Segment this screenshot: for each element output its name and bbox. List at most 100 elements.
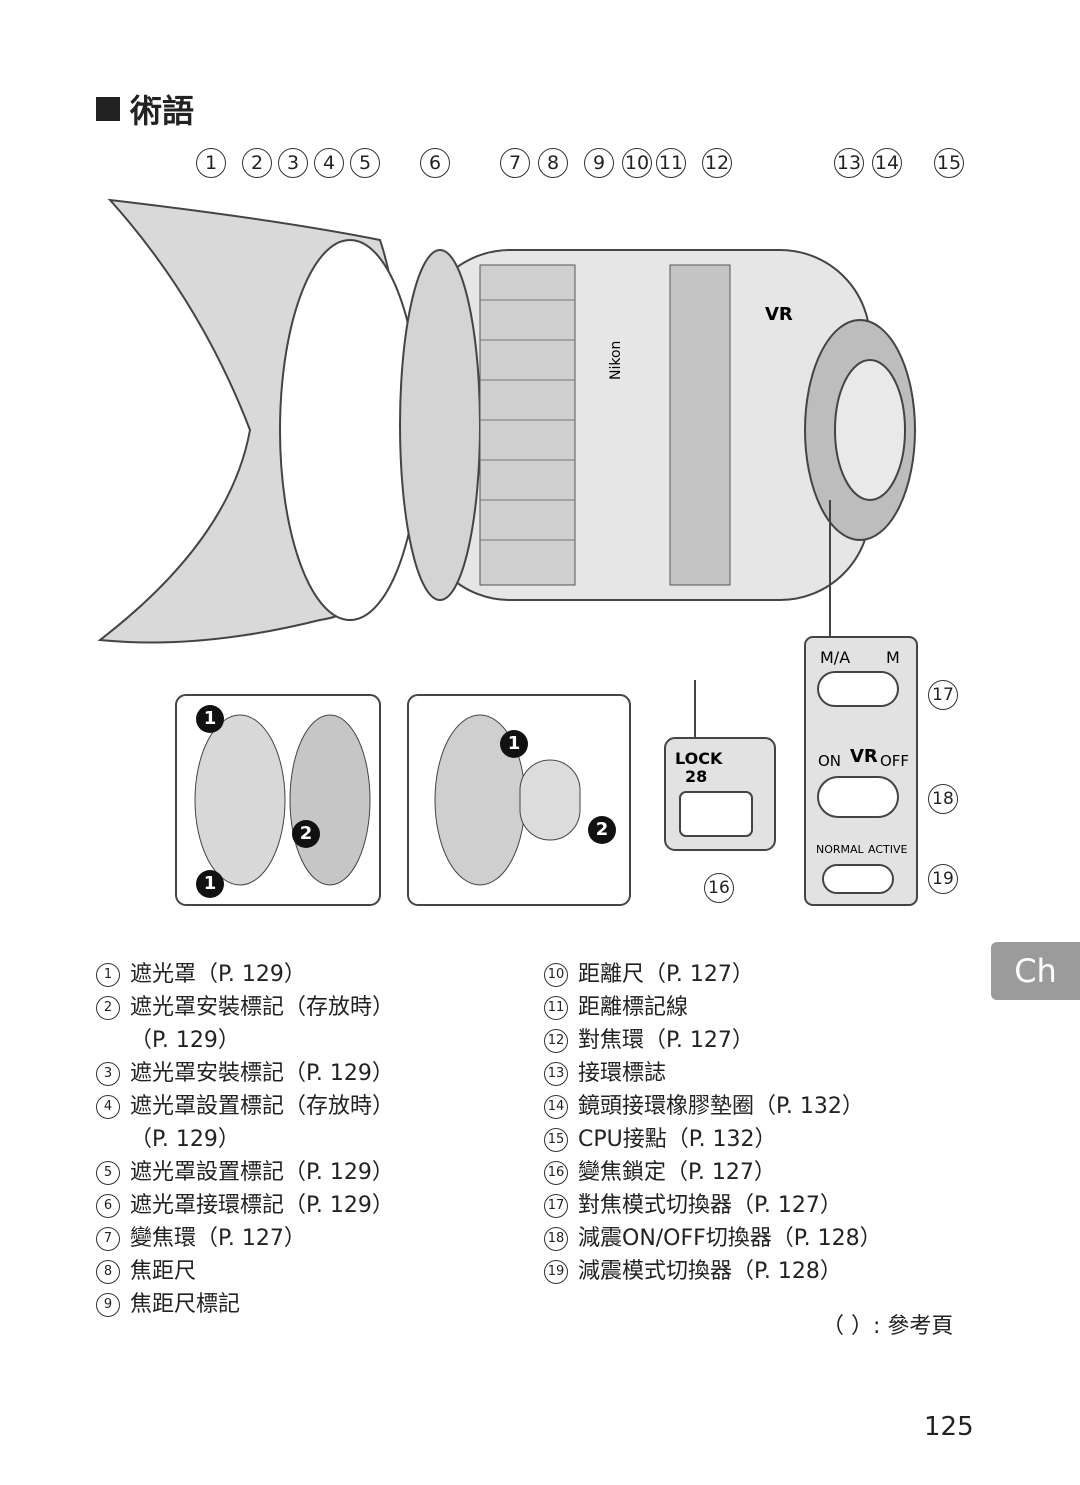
callout-15: 15: [934, 148, 964, 178]
legend-item: 14 鏡頭接環橡膠墊圈（P. 132）: [544, 1090, 882, 1123]
callout-13: 13: [834, 148, 864, 178]
legend-item-continuation: （P. 129）: [96, 1024, 394, 1057]
focus-mode-switch: [817, 671, 899, 707]
legend-text: 變焦鎖定（P. 127）: [578, 1160, 776, 1185]
off-label: OFF: [880, 752, 909, 770]
lock-label: LOCK: [675, 749, 723, 768]
legend-text: （P. 129）: [130, 1127, 240, 1152]
zoom-lock-switch: [679, 791, 753, 837]
vr-badge-label: VR: [765, 304, 793, 325]
lens-brand-label: Nikon: [608, 341, 624, 380]
step-badge: 1: [196, 705, 224, 733]
legend-item: 6 遮光罩接環標記（P. 129）: [96, 1189, 394, 1222]
top-callout-row: 1 2 3 4 5 6 7 8 9 10 11 12 13 14 15: [0, 148, 1080, 184]
legend-number: 3: [96, 1062, 120, 1086]
legend-number: 11: [544, 996, 568, 1020]
step-badge: 1: [500, 730, 528, 758]
callout-9: 9: [584, 148, 614, 178]
callout-12: 12: [702, 148, 732, 178]
legend-text: 遮光罩接環標記（P. 129）: [130, 1193, 394, 1218]
zoom-ring-grip: [479, 264, 576, 586]
legend-item: 2 遮光罩安裝標記（存放時）: [96, 991, 394, 1024]
legend-text: 遮光罩安裝標記（P. 129）: [130, 1061, 394, 1086]
legend-text: 對焦環（P. 127）: [578, 1028, 754, 1053]
section-heading: 術語: [96, 86, 194, 132]
legend-number: 15: [544, 1128, 568, 1152]
legend-number: 18: [544, 1227, 568, 1251]
legend-text: 遮光罩安裝標記（存放時）: [130, 995, 395, 1020]
vr-label: VR: [850, 746, 878, 767]
legend-number: 19: [544, 1260, 568, 1284]
legend-text: （P. 129）: [130, 1028, 240, 1053]
legend-item: 10 距離尺（P. 127）: [544, 958, 882, 991]
legend-number: 17: [544, 1194, 568, 1218]
reference-note: （ ）: 參考頁: [822, 1314, 954, 1339]
legend-item: 11 距離標記線: [544, 991, 882, 1024]
chapter-tab: Ch: [991, 942, 1080, 1000]
legend-item: 12 對焦環（P. 127）: [544, 1024, 882, 1057]
legend-text: 焦距尺標記: [130, 1292, 241, 1317]
step-badge: 2: [292, 820, 320, 848]
legend-text: 距離標記線: [578, 995, 689, 1020]
legend-item: 17 對焦模式切換器（P. 127）: [544, 1189, 882, 1222]
legend-text: 鏡頭接環橡膠墊圈（P. 132）: [578, 1094, 864, 1119]
legend-text: 距離尺（P. 127）: [578, 962, 754, 987]
legend-text: 對焦模式切換器（P. 127）: [578, 1193, 842, 1218]
legend-number: 1: [96, 963, 120, 987]
legend-number: 14: [544, 1095, 568, 1119]
active-label: ACTIVE: [868, 843, 908, 856]
legend-item: 3 遮光罩安裝標記（P. 129）: [96, 1057, 394, 1090]
normal-label: NORMAL: [816, 843, 865, 856]
legend-number: 12: [544, 1029, 568, 1053]
ma-label: M/A: [820, 648, 850, 667]
focus-ring: [669, 264, 731, 586]
callout-10: 10: [622, 148, 652, 178]
vr-onoff-switch: [817, 776, 899, 818]
page-number: 125: [924, 1412, 974, 1442]
legend-text: 遮光罩設置標記（P. 129）: [130, 1160, 394, 1185]
legend-item: 8 焦距尺: [96, 1255, 394, 1288]
step-badge: 2: [588, 816, 616, 844]
legend-number: 13: [544, 1062, 568, 1086]
legend-item: 15 CPU接點（P. 132）: [544, 1123, 882, 1156]
legend-number: 8: [96, 1260, 120, 1284]
rear-lens-cap: [519, 759, 581, 841]
legend-text: 焦距尺: [130, 1259, 197, 1284]
legend-item: 4 遮光罩設置標記（存放時）: [96, 1090, 394, 1123]
legend-item: 16 變焦鎖定（P. 127）: [544, 1156, 882, 1189]
legend-number: 6: [96, 1194, 120, 1218]
heading-square-icon: [96, 97, 120, 121]
callout-16: 16: [704, 873, 734, 903]
vr-mode-switch: [822, 864, 894, 894]
callout-6: 6: [420, 148, 450, 178]
legend-number: 4: [96, 1095, 120, 1119]
lens-front-ring: [399, 249, 481, 601]
callout-18: 18: [928, 784, 958, 814]
lock-focal-mark: 28: [685, 767, 707, 786]
callout-7: 7: [500, 148, 530, 178]
legend-number: 16: [544, 1161, 568, 1185]
callout-11: 11: [656, 148, 686, 178]
legend-number: 9: [96, 1293, 120, 1317]
legend-item-continuation: （P. 129）: [96, 1123, 394, 1156]
legend-number: 10: [544, 963, 568, 987]
legend-number: 2: [96, 996, 120, 1020]
legend-text: CPU接點（P. 132）: [578, 1127, 777, 1152]
legend-number: 7: [96, 1227, 120, 1251]
legend-text: 遮光罩設置標記（存放時）: [130, 1094, 395, 1119]
callout-17: 17: [928, 680, 958, 710]
callout-8: 8: [538, 148, 568, 178]
m-label: M: [886, 648, 900, 667]
callout-14: 14: [872, 148, 902, 178]
on-label: ON: [818, 752, 841, 770]
lens-hood-opening: [279, 239, 421, 621]
heading-title: 術語: [130, 92, 195, 130]
rear-lens-element: [834, 359, 906, 501]
callout-2: 2: [242, 148, 272, 178]
callout-1: 1: [196, 148, 226, 178]
callout-5: 5: [350, 148, 380, 178]
